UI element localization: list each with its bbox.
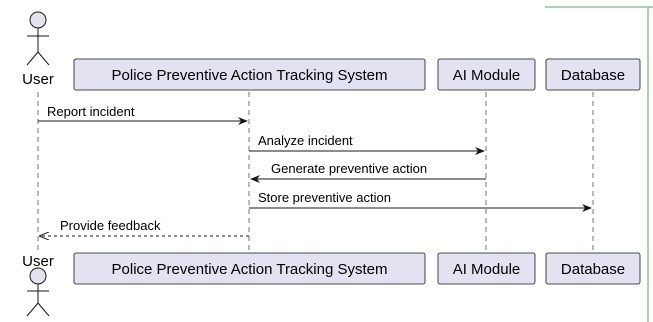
participant-db-bottom: Database bbox=[545, 252, 641, 285]
actor-user-bottom: User bbox=[22, 253, 54, 317]
participant-db-label-bottom: Database bbox=[561, 261, 625, 278]
participant-ai-top: AI Module bbox=[437, 58, 536, 91]
message-label: Analyze incident bbox=[258, 133, 353, 148]
message-label: Generate preventive action bbox=[271, 161, 427, 176]
message-analyze-incident: Analyze incident bbox=[249, 133, 485, 155]
message-label: Store preventive action bbox=[258, 190, 391, 205]
participant-system-top: Police Preventive Action Tracking System bbox=[73, 58, 426, 91]
participant-system-label-top: Police Preventive Action Tracking System bbox=[112, 67, 388, 84]
message-store-preventive-action: Store preventive action bbox=[249, 190, 592, 212]
participant-ai-label-bottom: AI Module bbox=[453, 261, 521, 278]
message-label: Report incident bbox=[47, 104, 135, 119]
participant-ai-label-top: AI Module bbox=[453, 67, 521, 84]
participant-system-label-bottom: Police Preventive Action Tracking System bbox=[112, 261, 388, 278]
actor-head-icon bbox=[29, 267, 47, 285]
message-label: Provide feedback bbox=[60, 218, 161, 233]
actor-user-label-top: User bbox=[22, 71, 54, 88]
message-generate-preventive-action: Generate preventive action bbox=[250, 161, 486, 183]
participant-db-top: Database bbox=[545, 58, 641, 91]
actor-user-top: User bbox=[22, 11, 54, 88]
participant-system-bottom: Police Preventive Action Tracking System bbox=[73, 252, 426, 285]
actor-user-label-bottom: User bbox=[22, 253, 54, 270]
message-provide-feedback: Provide feedback bbox=[40, 218, 249, 236]
message-report-incident: Report incident bbox=[38, 104, 248, 125]
participant-db-label-top: Database bbox=[561, 67, 625, 84]
actor-head-icon bbox=[29, 11, 47, 29]
participant-ai-bottom: AI Module bbox=[437, 252, 536, 285]
